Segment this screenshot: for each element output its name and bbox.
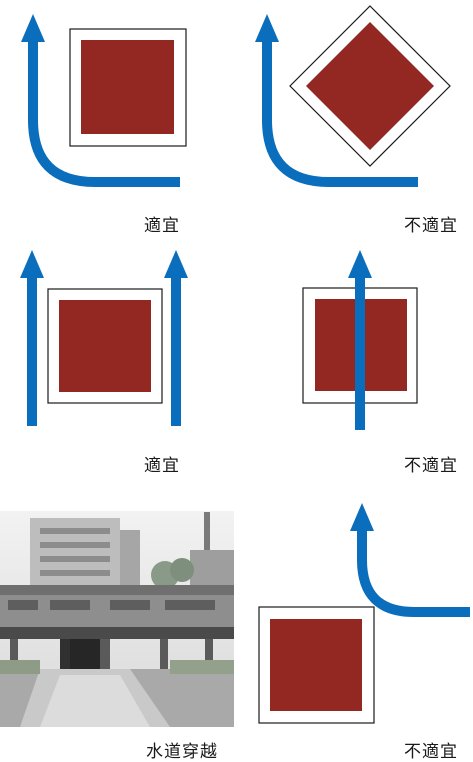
panel-5-label: 水道穿越 <box>146 742 218 762</box>
panel-3 <box>20 250 188 426</box>
arrow-head-left <box>20 250 44 278</box>
arrow-head <box>348 250 372 278</box>
panel-3-label: 適宜 <box>144 456 180 476</box>
photo-water-crossing <box>0 511 234 727</box>
arrow-shaft <box>262 40 418 187</box>
panel-4 <box>302 250 418 430</box>
building-block <box>59 300 151 392</box>
arrow-head-right <box>164 250 188 278</box>
panel-4-label: 不適宜 <box>404 456 458 476</box>
panel-1 <box>21 14 187 187</box>
panel-6 <box>258 503 470 724</box>
arrow-shaft <box>357 530 470 617</box>
arrow-head <box>255 14 279 42</box>
panel-2-label: 不適宜 <box>404 216 458 236</box>
panel-6-label: 不適宜 <box>404 742 458 762</box>
arrow-shaft <box>28 40 180 187</box>
arrow-head <box>21 14 45 42</box>
panel-1-label: 適宜 <box>144 216 180 236</box>
panel-2 <box>255 5 451 187</box>
building-block <box>81 40 174 134</box>
building-block <box>306 22 434 150</box>
arrow-head <box>350 503 374 531</box>
building-block <box>270 619 362 711</box>
